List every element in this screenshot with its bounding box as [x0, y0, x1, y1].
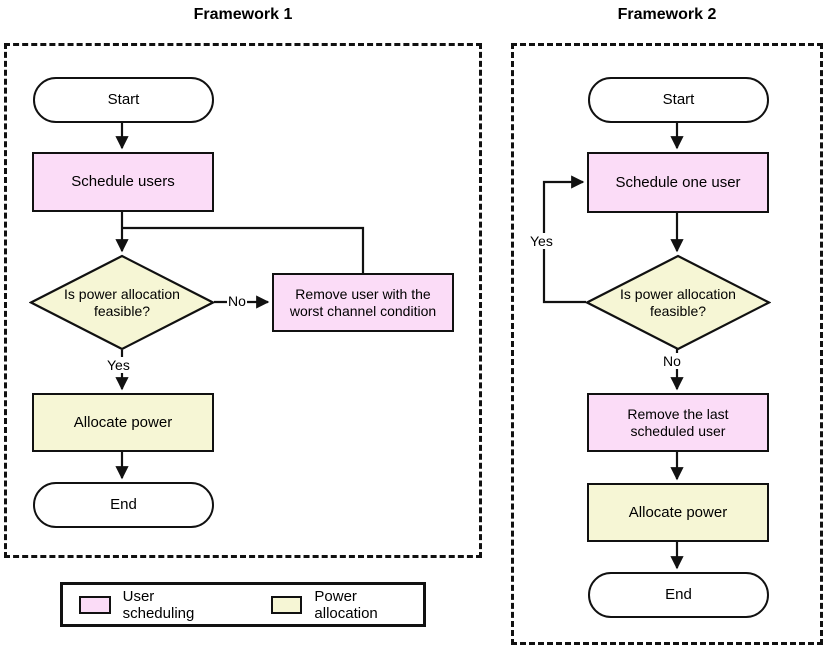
f2-start-label: Start: [662, 91, 695, 108]
f2-schedule-one-user-label: Schedule one user: [615, 173, 741, 191]
framework-1-title: Framework 1: [193, 6, 293, 23]
f2-start-node[interactable]: Start: [588, 77, 769, 123]
framework-2-title: Framework 2: [617, 6, 717, 23]
f2-allocate-power-node[interactable]: Allocate power: [587, 483, 769, 542]
f1-schedule-users-node[interactable]: Schedule users: [32, 152, 214, 212]
legend-item-power-allocation: Power allocation: [270, 587, 423, 622]
edge-f1-remove-feedback: [122, 226, 365, 273]
f2-end-node[interactable]: End: [588, 572, 769, 618]
f1-edge-label-yes: Yes: [106, 357, 131, 373]
f1-allocate-power-node[interactable]: Allocate power: [32, 393, 214, 452]
f2-decision-node[interactable]: Is power allocation feasible?: [585, 254, 771, 351]
legend-swatch-user-scheduling: [79, 595, 111, 614]
f2-schedule-one-user-node[interactable]: Schedule one user: [587, 152, 769, 213]
framework-1-boundary: [4, 43, 482, 558]
f1-end-label: End: [110, 496, 137, 513]
legend-swatch-power-allocation: [270, 595, 303, 614]
f2-remove-last-user-node[interactable]: Remove the last scheduled user: [587, 393, 769, 452]
f2-edge-label-no: No: [662, 353, 682, 369]
f1-schedule-users-label: Schedule users: [71, 173, 175, 190]
f2-remove-last-user-label-line1: Remove the last: [627, 405, 729, 422]
f1-edge-label-no: No: [227, 293, 247, 309]
legend-item-user-scheduling: User scheduling: [79, 588, 229, 622]
f2-remove-last-user-label-line2: scheduled user: [630, 422, 726, 439]
f1-end-node[interactable]: End: [33, 482, 214, 528]
f1-decision-node[interactable]: Is power allocation feasible?: [29, 254, 215, 351]
framework-2-boundary: [511, 43, 823, 645]
f1-remove-user-node[interactable]: Remove user with the worst channel condi…: [272, 273, 454, 332]
f1-start-node[interactable]: Start: [33, 77, 214, 123]
f1-remove-user-label-line2: worst channel condition: [289, 302, 437, 319]
f1-start-label: Start: [107, 91, 140, 108]
f2-edge-label-yes: Yes: [529, 233, 554, 249]
legend-label-power-allocation: Power allocation: [314, 587, 378, 622]
legend: User scheduling Power allocation: [60, 582, 426, 627]
legend-label-user-scheduling: User scheduling: [122, 587, 195, 622]
f1-remove-user-label-line1: Remove user with the: [295, 285, 431, 302]
f2-end-label: End: [665, 586, 692, 603]
f1-allocate-power-label: Allocate power: [73, 413, 173, 431]
f2-allocate-power-label: Allocate power: [628, 503, 728, 521]
